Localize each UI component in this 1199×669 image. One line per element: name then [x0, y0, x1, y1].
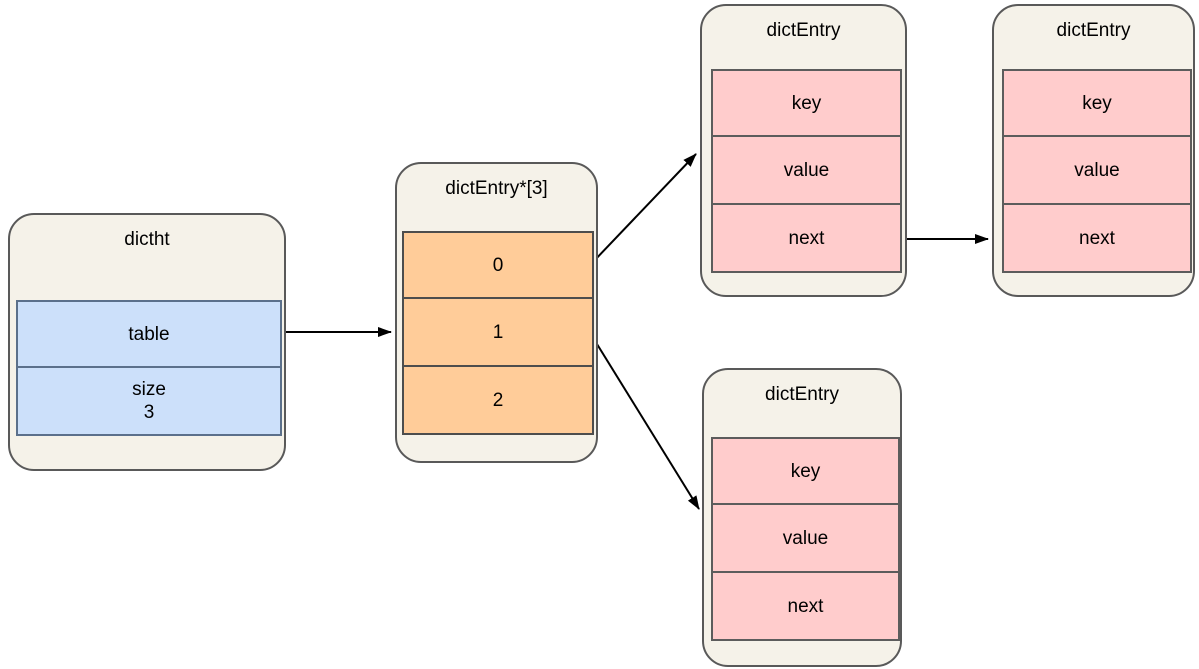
- node-entry-top-right-title: dictEntry: [1056, 20, 1131, 41]
- dictht-size-label: size: [132, 379, 166, 400]
- node-bucket-array: dictEntry*[3] 0 1 2: [395, 162, 598, 463]
- entry-top-right-value-label: value: [1074, 159, 1120, 181]
- entry-bottom-key-label: key: [790, 460, 821, 482]
- dictht-table-label: table: [128, 323, 170, 345]
- edge-bucket1-to-entry-bottom: [591, 335, 700, 510]
- node-entry-bottom: dictEntry key value next: [702, 368, 902, 667]
- bucket-0-label: 0: [492, 254, 504, 276]
- entry-top-left-key-cell: key: [711, 69, 902, 137]
- entry-bottom-value-label: value: [782, 527, 829, 549]
- entry-bottom-next-label: next: [787, 595, 824, 617]
- bucket-2-cell: 2: [402, 367, 594, 435]
- node-dictht: dictht table size 3: [8, 213, 286, 471]
- entry-top-right-key-label: key: [1082, 92, 1112, 114]
- entry-top-right-value-cell: value: [1002, 137, 1192, 205]
- node-dictht-fields: table size 3: [16, 300, 282, 436]
- entry-top-right-next-label: next: [1079, 227, 1115, 249]
- entry-top-left-value-label: value: [783, 159, 830, 181]
- entry-top-left-fields: key value next: [711, 69, 902, 273]
- node-dictht-title: dictht: [124, 229, 170, 250]
- dictht-size-cell: size 3: [16, 368, 282, 436]
- node-bucket-array-title: dictEntry*[3]: [445, 178, 548, 199]
- entry-top-left-next-label: next: [788, 227, 825, 249]
- entry-top-right-next-cell: next: [1002, 205, 1192, 273]
- node-entry-top-left: dictEntry key value next: [700, 4, 907, 297]
- node-entry-bottom-title: dictEntry: [765, 384, 839, 405]
- edge-bucket0-to-entry-top-left: [591, 153, 697, 264]
- node-entry-top-right: dictEntry key value next: [992, 4, 1195, 297]
- dictht-table-cell: table: [16, 300, 282, 368]
- dictht-size-value: 3: [143, 402, 155, 423]
- bucket-1-cell: 1: [402, 299, 594, 367]
- bucket-1-label: 1: [492, 321, 504, 343]
- entry-bottom-next-cell: next: [711, 573, 900, 641]
- entry-bottom-value-cell: value: [711, 505, 900, 573]
- bucket-array-slots: 0 1 2: [402, 231, 594, 435]
- entry-top-left-next-cell: next: [711, 205, 902, 273]
- bucket-2-label: 2: [492, 389, 504, 411]
- entry-bottom-key-cell: key: [711, 437, 900, 505]
- entry-bottom-fields: key value next: [711, 437, 900, 641]
- entry-top-right-key-cell: key: [1002, 69, 1192, 137]
- bucket-0-cell: 0: [402, 231, 594, 299]
- entry-top-left-value-cell: value: [711, 137, 902, 205]
- node-entry-top-left-title: dictEntry: [766, 20, 841, 41]
- entry-top-left-key-label: key: [791, 92, 822, 114]
- entry-top-right-fields: key value next: [1002, 69, 1192, 273]
